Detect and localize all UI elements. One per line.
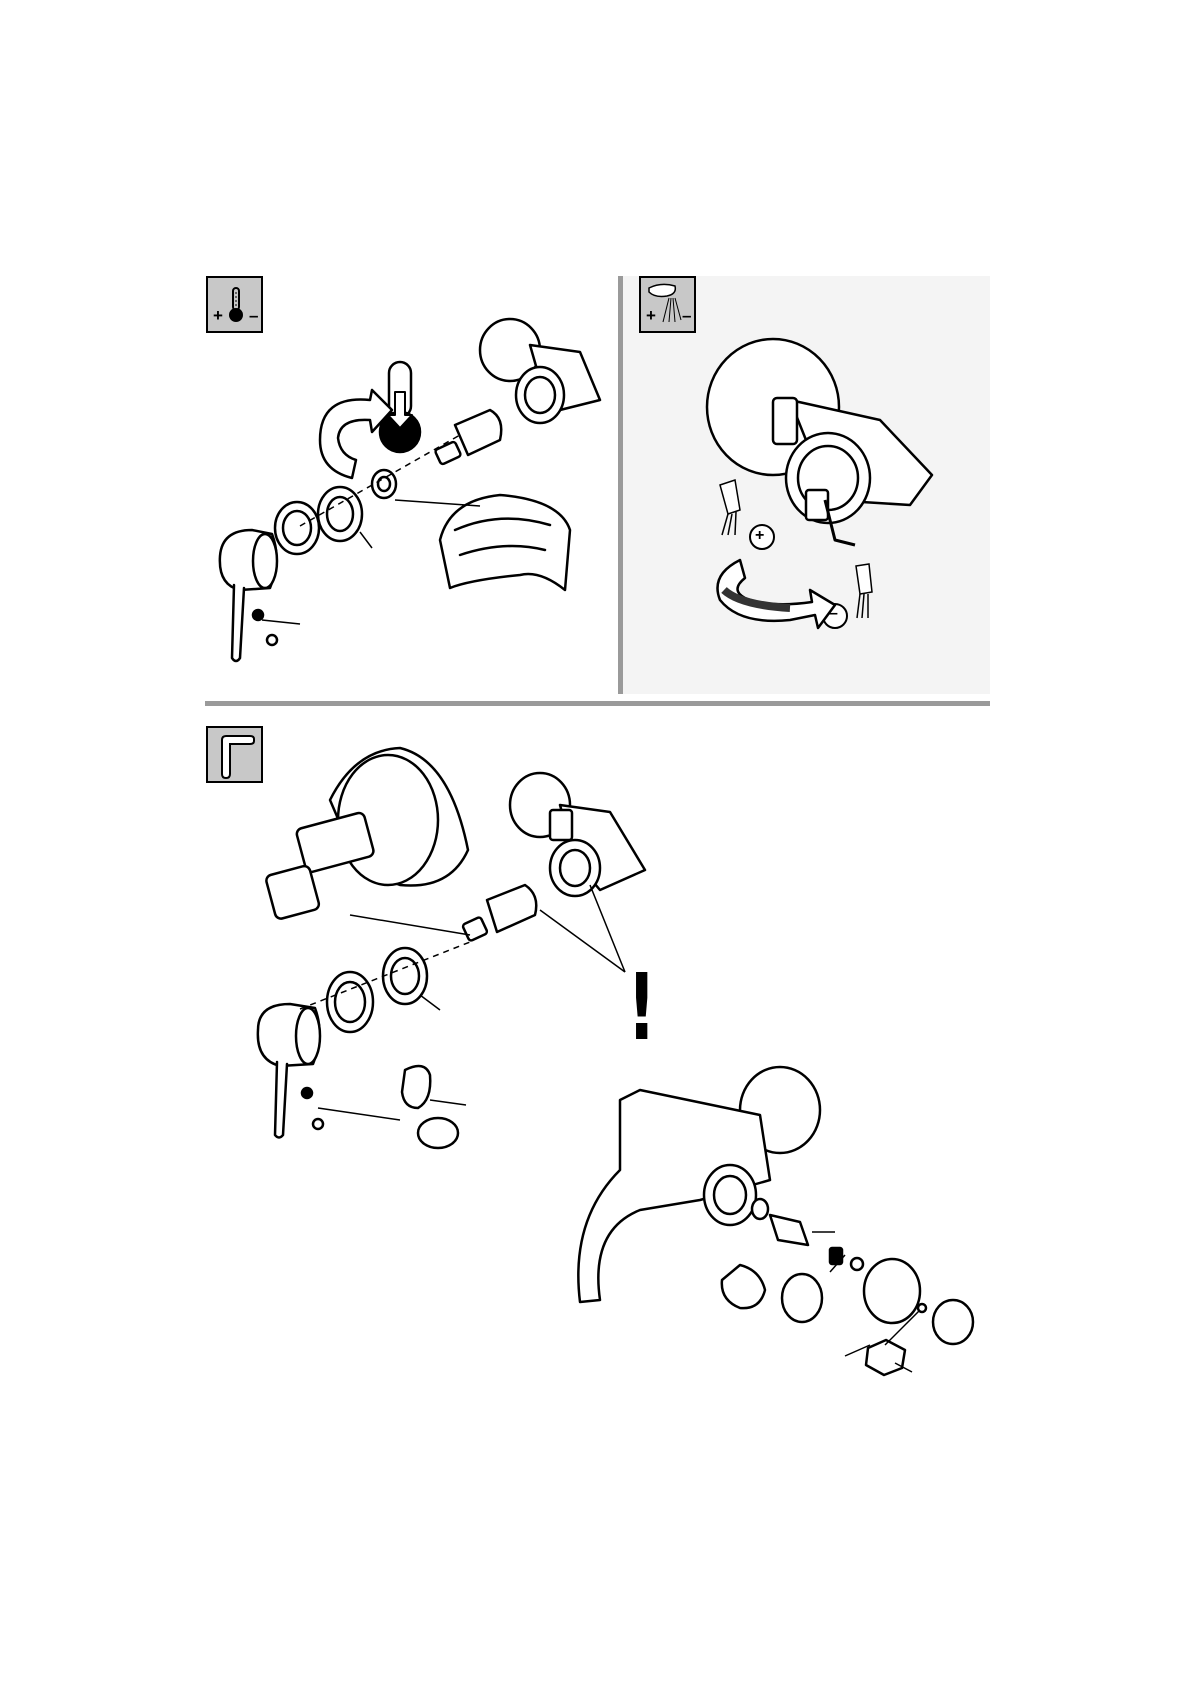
cartridge-detail-spindle — [265, 865, 320, 920]
lever-stick — [275, 1062, 287, 1138]
diverter-clip — [830, 1248, 842, 1264]
diverter-spindle — [770, 1215, 808, 1245]
cartridge-spindle — [462, 917, 488, 942]
leader-line — [350, 915, 470, 935]
diverter-knob — [864, 1259, 920, 1323]
warning-mark: ! — [627, 962, 656, 1054]
insert-cap — [418, 1118, 458, 1148]
insert-spring — [402, 1066, 430, 1108]
diverter-washer — [851, 1258, 863, 1270]
axis-line — [300, 942, 470, 1009]
diverter-o-ring — [752, 1199, 768, 1219]
diverter-seal — [782, 1274, 822, 1322]
diverter-cap — [933, 1300, 973, 1344]
cartridge — [487, 885, 536, 932]
grub-screw — [302, 1088, 312, 1098]
flange-nut — [550, 810, 572, 840]
screw-cap — [313, 1119, 323, 1129]
diverter-spring — [722, 1265, 765, 1308]
